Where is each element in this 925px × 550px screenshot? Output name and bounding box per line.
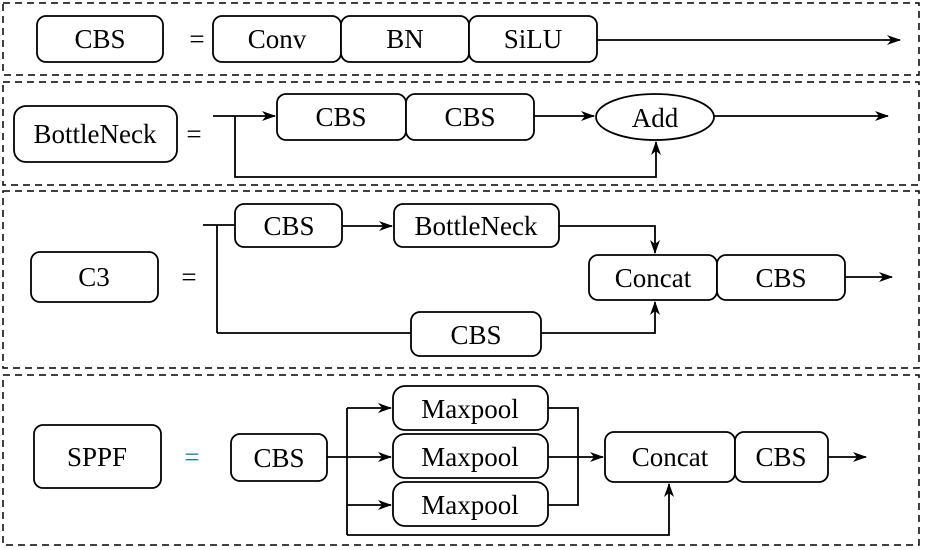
sppf-equals: = [184, 442, 199, 472]
sppf-out-cbs-label: CBS [755, 442, 806, 472]
cbs-name-box [36, 15, 164, 63]
add-node [595, 93, 715, 141]
bottleneck-cbs-2-label: CBS [444, 102, 495, 132]
c3-equals: = [181, 262, 196, 292]
silu-label: SiLU [504, 24, 563, 54]
sppf-definition: SPPF = CBS Maxpool Maxpool Maxpool Conca… [33, 385, 867, 536]
sppf-name-box [33, 424, 162, 489]
c3-name-box [30, 251, 159, 303]
bottleneck-cbs-2 [405, 93, 535, 141]
bottleneck-equals: = [186, 119, 201, 149]
sppf-skip-to-concat-arrow [347, 483, 674, 536]
cbs-equals: = [189, 24, 204, 54]
conv-label: Conv [248, 24, 307, 54]
cbs-definition: CBS = Conv BN SiLU [36, 15, 901, 63]
sppf-name-label: SPPF [67, 442, 127, 472]
c3-name-label: C3 [78, 262, 110, 292]
c3-bottleneck-label: BottleNeck [415, 211, 538, 241]
maxpool-2-label: Maxpool [421, 442, 519, 472]
c3-bottom-cbs [410, 311, 542, 357]
maxpool-3-label: Maxpool [421, 490, 519, 520]
silu-block [468, 15, 598, 63]
maxpool-2 [392, 433, 549, 479]
c3-definition: C3 = CBS BottleNeck CBS Concat CBS [30, 203, 893, 357]
c3-out-cbs-label: CBS [755, 263, 806, 293]
bottleneck-panel [2, 81, 920, 186]
maxpool-1-label: Maxpool [421, 394, 519, 424]
sppf-panel [2, 374, 920, 546]
c3-panel [2, 190, 920, 369]
bn-label: BN [386, 24, 424, 54]
c3-bottom-cbs-label: CBS [450, 320, 501, 350]
cbs-panel [2, 2, 920, 76]
maxpool-3 [392, 481, 549, 527]
add-label: Add [632, 103, 679, 133]
cbs-name-label: CBS [74, 24, 125, 54]
c3-concat-label: Concat [615, 263, 692, 293]
c3-bottom-to-concat-arrow [541, 301, 660, 334]
bottleneck-cbs-1-label: CBS [315, 102, 366, 132]
c3-top-cbs-label: CBS [263, 211, 314, 241]
sppf-in-cbs-label: CBS [253, 443, 304, 473]
bottleneck-definition: BottleNeck = CBS CBS Add [13, 93, 889, 178]
c3-bottleneck-to-concat-arrow [559, 225, 660, 254]
sppf-concat-label: Concat [632, 442, 709, 472]
residual-shortcut-arrow [234, 116, 661, 178]
bottleneck-name-box [13, 105, 178, 163]
bottleneck-name-label: BottleNeck [34, 119, 157, 149]
